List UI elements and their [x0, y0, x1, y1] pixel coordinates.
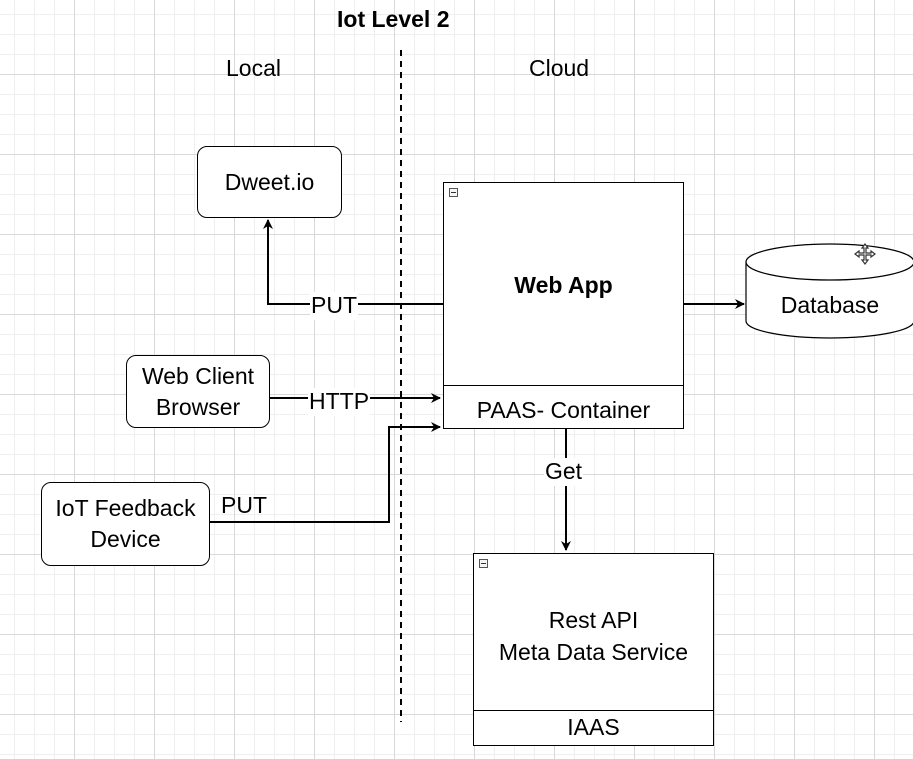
database-node[interactable] [745, 243, 913, 339]
paas-label: PAAS- Container [476, 397, 651, 423]
zone-label-cloud: Cloud [529, 55, 590, 81]
web-app-container[interactable]: Web App PAAS- Container [443, 182, 684, 429]
edge-put-dweet[interactable] [263, 219, 443, 305]
rest-api-divider [474, 710, 713, 711]
edge-label-put-iot: PUT [221, 492, 267, 518]
rest-api-container[interactable]: Rest API Meta Data Service IAAS [473, 553, 714, 746]
zone-label-local: Local [226, 55, 281, 81]
edge-label-http: HTTP [308, 388, 371, 416]
edge-label-put-dweet: PUT [310, 292, 358, 320]
dweet-node[interactable]: Dweet.io [197, 146, 342, 218]
web-app-divider [444, 385, 683, 386]
edge-label-get: Get [544, 458, 584, 486]
iaas-label: IAAS [567, 714, 620, 740]
database-label: Database [780, 292, 880, 318]
web-client-label: Web Client Browser [141, 362, 255, 420]
edge-put-iot[interactable] [210, 422, 441, 523]
collapse-icon[interactable] [449, 188, 458, 197]
move-cursor-icon [854, 243, 876, 265]
collapse-icon[interactable] [479, 559, 488, 568]
iot-device-label: IoT Feedback Device [55, 495, 196, 552]
web-app-label: Web App [514, 272, 613, 298]
rest-api-label: Rest API Meta Data Service [498, 607, 689, 665]
web-client-node[interactable]: Web Client Browser [126, 355, 270, 428]
dweet-label: Dweet.io [224, 168, 315, 195]
diagram-title: Iot Level 2 [337, 6, 450, 32]
iot-device-node[interactable]: IoT Feedback Device [41, 482, 210, 566]
